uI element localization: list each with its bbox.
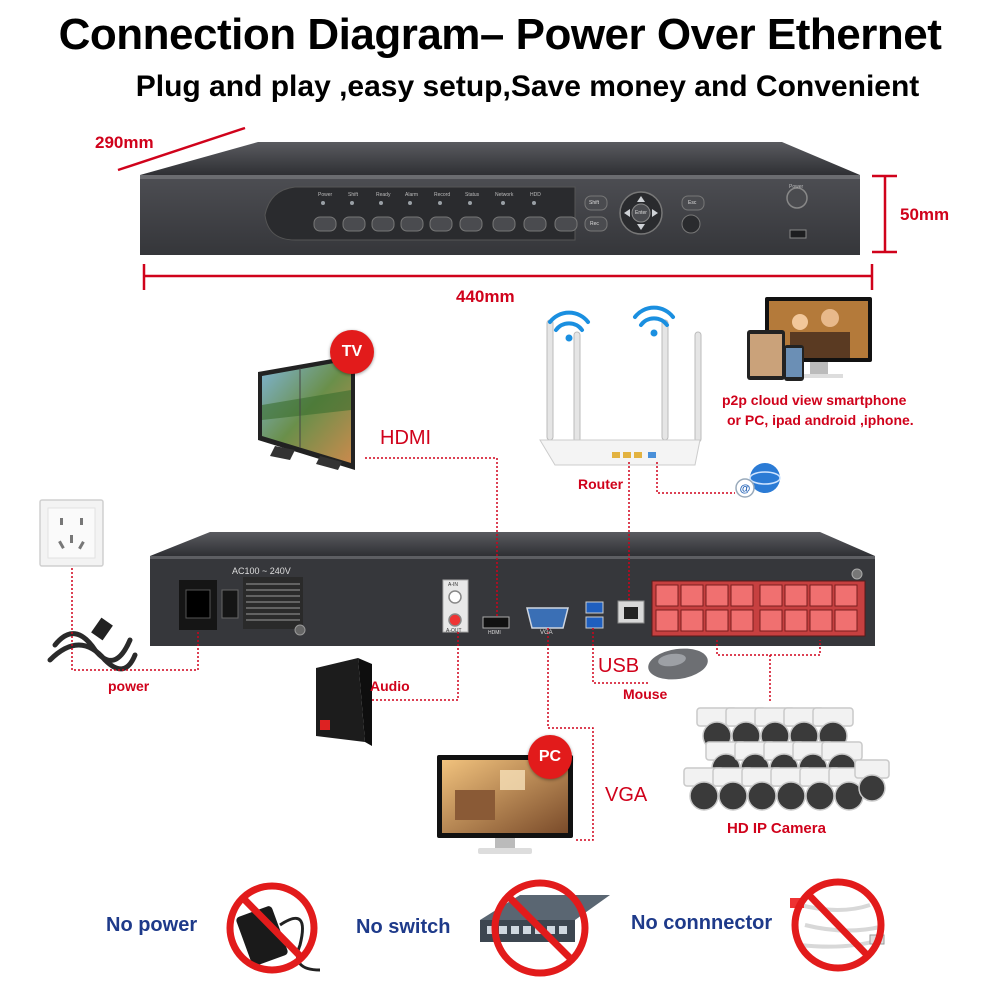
cloud-devices-illustration	[747, 297, 872, 381]
power-label: power	[108, 678, 150, 694]
indicator-shift: Shift	[348, 192, 359, 198]
mouse-illustration	[648, 648, 708, 680]
shift-key-label: Shift	[589, 200, 600, 206]
indicator-ready: Ready	[376, 192, 391, 198]
dimension-lines	[117, 126, 897, 290]
internet-icon: @	[735, 463, 781, 498]
audio-in-label: A-IN	[448, 582, 458, 588]
power-key-label: Power	[789, 184, 804, 190]
indicator-power: Power	[318, 192, 333, 198]
page-title: Connection Diagram– Power Over Ethernet	[58, 10, 942, 59]
cloud-view-line-1: p2p cloud view smartphone	[722, 392, 907, 408]
hdmi-port-label: HDMI	[488, 630, 501, 636]
page-subtitle: Plug and play ,easy setup,Save money and…	[135, 70, 920, 103]
enter-key-label: Enter	[635, 210, 647, 216]
usb-label: USB	[598, 655, 640, 677]
indicator-status: Status	[465, 192, 480, 198]
mouse-label: Mouse	[623, 686, 668, 702]
depth-dimension-label: 290mm	[95, 133, 154, 152]
router-illustration	[539, 305, 702, 466]
no-power-label: No power	[106, 914, 198, 936]
indicator-hdd: HDD	[530, 192, 541, 198]
wifi-icon	[548, 310, 590, 332]
rec-key-label: Rec	[590, 221, 599, 227]
network-switch-crossed-icon	[480, 879, 610, 977]
power-cable-illustration	[47, 631, 138, 672]
cloud-view-line-2: or PC, ipad android ,iphone.	[727, 412, 914, 428]
no-connector-label: No connnector	[631, 912, 773, 934]
indicator-record: Record	[434, 192, 451, 198]
nvr-rear-unit	[150, 532, 875, 646]
indicator-network: Network	[495, 192, 514, 198]
tv-badge: TV	[330, 330, 374, 374]
audio-out-label: A-OUT	[446, 628, 462, 634]
hd-ip-camera-label: HD IP Camera	[727, 820, 826, 837]
audio-label: Audio	[370, 678, 410, 694]
ip-cameras-illustration	[683, 707, 890, 811]
vga-label: VGA	[605, 784, 648, 806]
connection-lines	[71, 457, 821, 841]
width-dimension-label: 440mm	[456, 287, 515, 306]
router-label: Router	[578, 476, 624, 492]
hdmi-label: HDMI	[380, 427, 432, 449]
no-switch-label: No switch	[356, 916, 451, 938]
svg-text:@: @	[740, 483, 751, 495]
tv-illustration	[258, 355, 355, 470]
wall-socket-illustration	[39, 499, 104, 567]
esc-key-label: Esc	[688, 200, 697, 206]
cable-connector-crossed-icon	[790, 878, 885, 972]
power-rating-label: AC100 ~ 240V	[232, 566, 291, 576]
speaker-illustration	[316, 658, 372, 746]
power-adapter-crossed-icon	[226, 882, 321, 974]
indicator-alarm: Alarm	[405, 192, 419, 198]
vga-port-label: VGA	[540, 630, 553, 636]
nvr-front-unit	[140, 142, 860, 255]
pc-badge: PC	[528, 735, 572, 779]
height-dimension-label: 50mm	[900, 205, 950, 224]
